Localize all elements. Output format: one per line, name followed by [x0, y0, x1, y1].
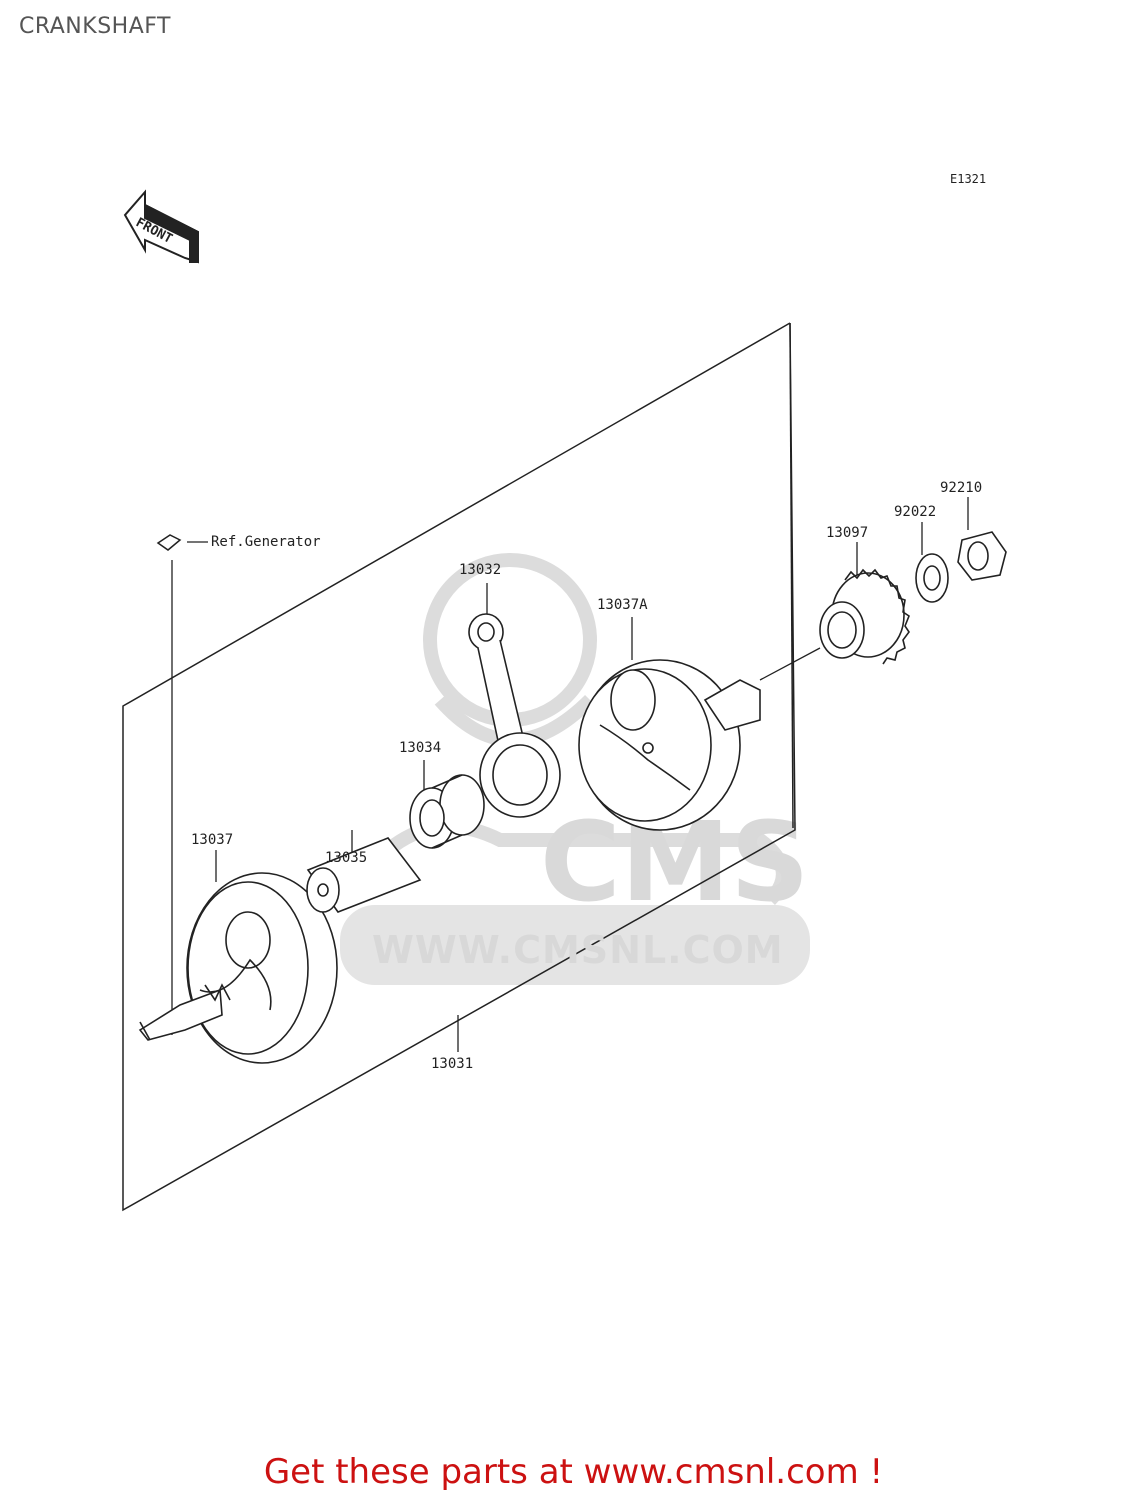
diagram-code: E1321: [950, 172, 987, 186]
callout-13032: 13032: [459, 562, 502, 578]
washer-92022: [915, 553, 949, 603]
crank-pin-13035: [306, 837, 422, 913]
front-arrow-icon: FRONT: [123, 189, 199, 264]
right-flywheel-13037A: [578, 659, 761, 831]
get-parts-link[interactable]: Get these parts at www.cmsnl.com !: [263, 1452, 884, 1492]
callout-92022: 92022: [894, 504, 937, 520]
ref-generator-note: Ref.Generator: [211, 534, 321, 550]
needle-bearing-13034: [409, 774, 485, 849]
callout-13037: 13037: [191, 832, 234, 848]
callout-13097: 13097: [826, 525, 869, 541]
assembly-outline: [122, 322, 796, 1212]
watermark-url: WWW.CMSNL.COM: [372, 928, 784, 972]
cms-watermark: [340, 553, 810, 985]
connecting-rod-13032: [468, 613, 561, 818]
callout-13035: 13035: [325, 850, 368, 866]
crank-gear-13097: [819, 568, 910, 665]
page-title: CRANKSHAFT: [19, 14, 171, 39]
exploded-parts-diagram: CMS FRONT: [122, 189, 1007, 1212]
callout-13037A: 13037A: [597, 597, 648, 613]
callout-92210: 92210: [940, 480, 983, 496]
woodruff-key-icon: [156, 534, 182, 551]
left-flywheel-13037: [138, 872, 338, 1064]
callout-13034: 13034: [399, 740, 442, 756]
callout-13031: 13031: [431, 1056, 474, 1072]
nut-92210: [957, 531, 1007, 581]
